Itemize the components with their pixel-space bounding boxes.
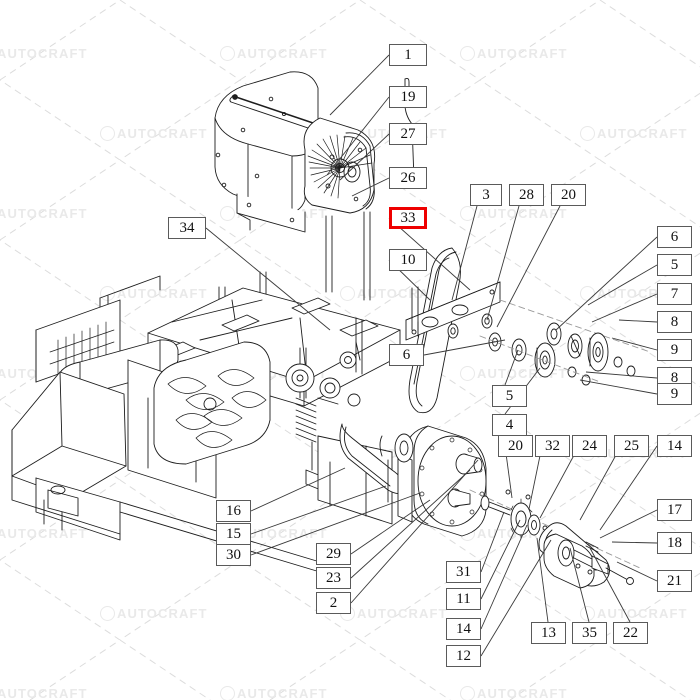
callout-17[interactable]: 17 [657,499,692,521]
callout-20[interactable]: 20 [551,184,586,206]
callout-14[interactable]: 14 [446,618,481,640]
callout-6[interactable]: 6 [657,226,692,248]
callout-1[interactable]: 1 [389,44,427,66]
callout-31[interactable]: 31 [446,561,481,583]
callout-9[interactable]: 9 [657,383,692,405]
callout-22[interactable]: 22 [613,622,648,644]
callout-6[interactable]: 6 [389,344,424,366]
callout-15[interactable]: 15 [216,523,251,545]
callout-35[interactable]: 35 [572,622,607,644]
callout-7[interactable]: 7 [657,283,692,305]
callout-19[interactable]: 19 [389,86,427,108]
callout-29[interactable]: 29 [316,543,351,565]
callout-4[interactable]: 4 [492,414,527,436]
callout-27[interactable]: 27 [389,123,427,145]
callout-3[interactable]: 3 [470,184,502,206]
callout-10[interactable]: 10 [389,249,427,271]
callout-13[interactable]: 13 [531,622,566,644]
callout-9[interactable]: 9 [657,339,692,361]
callout-2[interactable]: 2 [316,592,351,614]
callout-26[interactable]: 26 [389,167,427,189]
callout-16[interactable]: 16 [216,500,251,522]
callout-28[interactable]: 28 [509,184,544,206]
callout-8[interactable]: 8 [657,311,692,333]
callout-11[interactable]: 11 [446,588,481,610]
callout-18[interactable]: 18 [657,532,692,554]
callout-24[interactable]: 24 [572,435,607,457]
callout-23[interactable]: 23 [316,567,351,589]
callout-25[interactable]: 25 [614,435,649,457]
callout-12[interactable]: 12 [446,645,481,667]
callout-30[interactable]: 30 [216,544,251,566]
callout-20[interactable]: 20 [498,435,533,457]
callout-5[interactable]: 5 [657,254,692,276]
callout-33-selected[interactable]: 33 [389,207,427,229]
callout-32[interactable]: 32 [535,435,570,457]
callout-5[interactable]: 5 [492,385,527,407]
callout-34[interactable]: 34 [168,217,206,239]
callout-21[interactable]: 21 [657,570,692,592]
callout-14[interactable]: 14 [657,435,692,457]
